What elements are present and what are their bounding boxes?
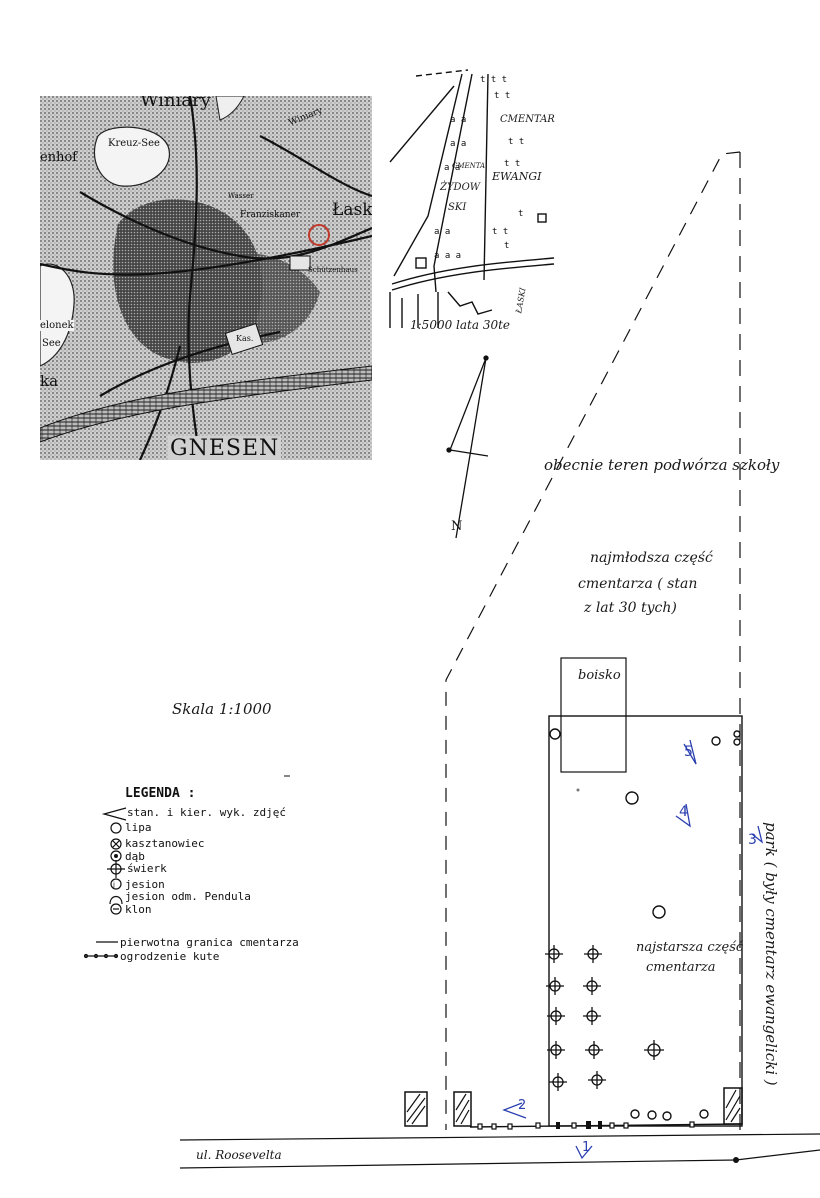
street-label: ul. Roosevelta [196,1148,282,1162]
youngest-part-label-2: cmentarza ( stan [578,576,698,592]
youngest-part-label-3: z lat 30 tych) [584,600,677,616]
north-label: N [451,519,463,534]
city-map: Winiary Winiary Kreuz-See enhof Łaski Wa… [40,96,372,460]
legend: LEGENDA : [100,770,310,970]
svg-text:t t: t t [494,91,510,101]
legend-item-klon: klon [125,903,152,916]
oldest-part-label-1: najstarsza część [636,940,744,955]
inset-label-cmentarz: CMENTAR [500,114,555,125]
photo-marker-4-icon [675,803,691,828]
photo-marker-3-icon [751,825,764,844]
svg-text:t t: t t [492,227,508,237]
map-label-laski: Łaski [332,200,372,220]
svg-text:a a: a a [450,139,466,149]
map-label-winiary: Winiary [140,96,211,111]
legend-item-lipa: lipa [125,821,152,834]
legend-item-original-boundary: pierwotna granica cmentarza [120,936,299,949]
youngest-part-label-1: najmłodsza część [590,550,713,566]
legend-title: LEGENDA : [125,786,196,801]
legend-item-jesion: jesion [125,878,165,891]
map-label-schutzenhaus: Schützenhaus [308,266,358,274]
inset-map: t t t t t a a a a a a t t t t t a a a a … [388,66,564,346]
inset-scale-note: 1:5000 lata 30te [410,318,511,332]
north-arrow-icon [446,355,489,539]
map-label-kas: Kas. [236,334,254,343]
location-marker-icon [308,224,330,246]
photo-marker-2-icon [502,1102,527,1119]
svg-text:t t: t t [508,137,524,147]
map-label-kreuz-see: Kreuz-See [108,138,160,149]
gate-pillars [404,1087,743,1127]
boisko-area [560,657,627,773]
spruce-trees [545,945,664,1091]
photo-marker-5-icon [683,739,697,765]
photo-marker-5: 5 [684,744,693,760]
school-yard-label: obecnie teren podwórza szkoły [544,456,780,474]
photo-marker-2: 2 [518,1098,527,1113]
legend-item-dab: dąb [125,850,145,863]
svg-text:t: t [504,241,509,251]
legend-item-photo: stan. i kier. wyk. zdjęć [127,806,286,819]
original-boundary [548,715,743,1127]
photo-marker-4: 4 [679,804,688,820]
map-label-wasser: Wasser [228,192,254,200]
legend-item-jesion-pendula: jesion odm. Pendula [125,890,251,903]
legend-item-kasztanowiec: kasztanowiec [125,837,205,850]
map-label-gnesen: GNESEN [168,436,282,460]
photo-marker-1-icon [575,1145,593,1160]
scale-label: Skala 1:1000 [172,700,272,718]
inset-label-cmentarz-small: CMENTA [452,162,486,170]
map-label-see: See [42,338,61,349]
svg-text:a a: a a [434,227,450,237]
svg-text:a a: a a [450,115,466,125]
legend-item-swierk: świerk [127,862,167,875]
inset-label-zydow: ŻYDOW [440,182,481,193]
map-label-ka: ka [40,372,59,390]
inset-label-ski: SKI [448,202,467,213]
inset-label-ewangi: EWANGI [492,170,542,183]
photo-marker-3: 3 [748,832,757,848]
svg-text:t t t: t t t [480,75,507,85]
deciduous-trees [549,728,741,1121]
svg-text:t: t [518,209,523,219]
inset-map-graphic: t t t t t a a a a a a t t t t t a a a a … [389,69,555,328]
oldest-part-label-2: cmentarza [646,960,716,975]
svg-text:t t: t t [504,159,520,169]
boisko-label: boisko [578,668,621,683]
legend-item-fence: ogrodzenie kute [120,950,220,963]
svg-text:a a: a a [444,163,460,173]
map-label-franziskaner: Franziskaner [240,210,301,220]
photo-marker-1: 1 [582,1140,591,1155]
map-label-elonek: elonek [40,320,74,331]
svg-text:a a a: a a a [434,251,461,261]
city-map-graphic [40,96,372,460]
park-label: park ( były cmentarz ewangelicki ) [762,822,780,1086]
map-label-jenhof: enhof [40,150,78,165]
